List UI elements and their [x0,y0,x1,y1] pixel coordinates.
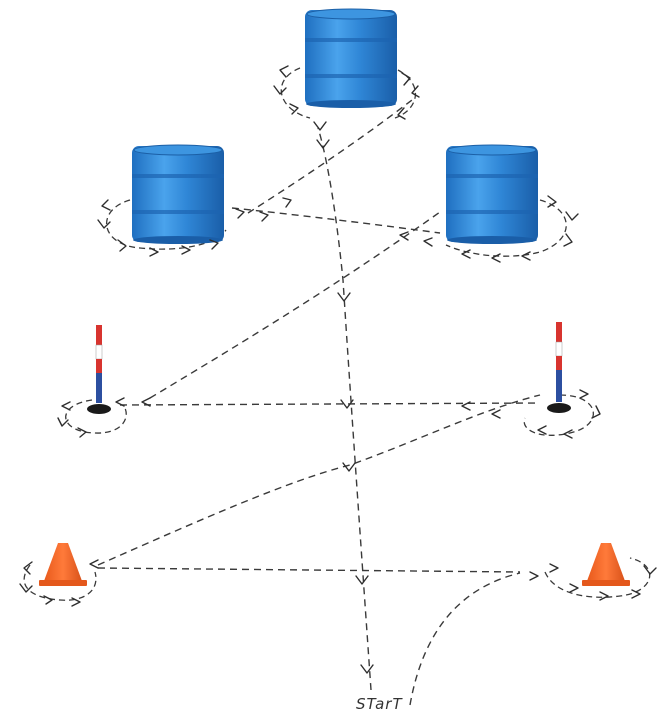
barrel-icon [304,8,398,109]
chevron-arrow-icon [549,563,559,573]
chevron-arrow-icon [401,72,411,86]
loop-top-barrel [280,67,416,119]
chevron-arrow-icon [599,591,609,601]
chevron-arrow-icon [97,219,111,229]
traffic-cone-icon [582,543,630,586]
loop-right-cone [544,557,651,598]
chevron-arrow-icon [181,245,191,255]
chevron-arrow-icon [563,233,573,247]
chevron-arrow-icon [89,559,99,569]
chevron-arrow-icon [529,571,539,581]
chevron-arrow-icon [631,589,641,599]
path-barrel-crossline [231,207,441,234]
chevron-arrow-icon [397,107,406,120]
chevron-arrow-icon [23,561,33,575]
chevron-arrow-icon [313,121,327,131]
turn-loops [23,67,651,601]
path-cone-to-pole [97,394,541,566]
path-start-curve [409,572,521,706]
chevron-arrow-icon [399,231,409,241]
chevron-arrow-icon [71,597,81,607]
chevron-arrow-icon [547,195,557,208]
chevron-arrow-icon [61,401,71,411]
chevron-arrow-icon [316,139,330,149]
chevron-arrow-icon [569,583,579,593]
chevron-arrow-icon [117,239,127,252]
chevron-arrow-icon [19,583,33,593]
chevron-arrow-icon [259,211,269,222]
chevron-arrow-icon [355,575,369,585]
path-start-to-top [317,127,372,691]
chevron-arrow-icon [423,237,433,247]
chevron-arrow-icon [273,85,287,95]
chevron-arrow-icon [77,427,87,438]
chevron-arrow-icon [342,462,356,472]
chevron-arrow-icon [235,208,245,219]
travel-path-lines [97,99,541,706]
chevron-arrow-icon [643,565,657,575]
loop-right-barrel [445,199,567,257]
chevron-arrow-icon [565,211,579,221]
chevron-arrow-icon [461,249,471,259]
striped-pole-icon [87,325,111,414]
chevron-arrow-icon [101,199,111,211]
chevron-arrow-icon [282,197,292,208]
chevron-arrow-icon [360,664,374,674]
chevron-arrow-icon [141,397,151,407]
striped-pole-icon [547,322,571,413]
barrel-icon [131,144,225,245]
chevron-arrow-icon [537,425,547,435]
chevron-arrow-icon [115,397,125,407]
chevron-arrow-icon [521,251,531,261]
path-barrel-diagonal [247,99,413,214]
chevron-arrow-icon [461,401,471,411]
start-label: STarT [356,695,403,713]
path-pole-crossline [119,402,541,406]
loop-left-pole [65,399,127,434]
chevron-arrow-icon [279,65,289,78]
chevron-arrow-icon [289,103,299,115]
chevron-arrow-icon [337,292,351,302]
chevron-arrow-icon [491,409,501,419]
path-pole-to-barrel [149,211,441,399]
chevron-arrow-icon [491,253,501,263]
barrel-icon [445,144,539,245]
chevron-arrow-icon [43,595,53,605]
chevron-arrow-icon [209,239,219,250]
chevron-arrow-icon [579,389,589,399]
chevron-arrow-icon [149,247,159,257]
direction-arrows [19,65,657,674]
chevron-arrow-icon [563,429,573,439]
traffic-cone-icon [39,543,87,586]
loop-left-cone [23,564,97,601]
chevron-arrow-icon [591,405,601,419]
chevron-arrow-icon [411,85,420,98]
path-cone-crossline [97,567,521,573]
chevron-arrow-icon [57,417,69,427]
chevron-arrow-icon [340,399,354,409]
loop-right-pole [523,394,595,436]
